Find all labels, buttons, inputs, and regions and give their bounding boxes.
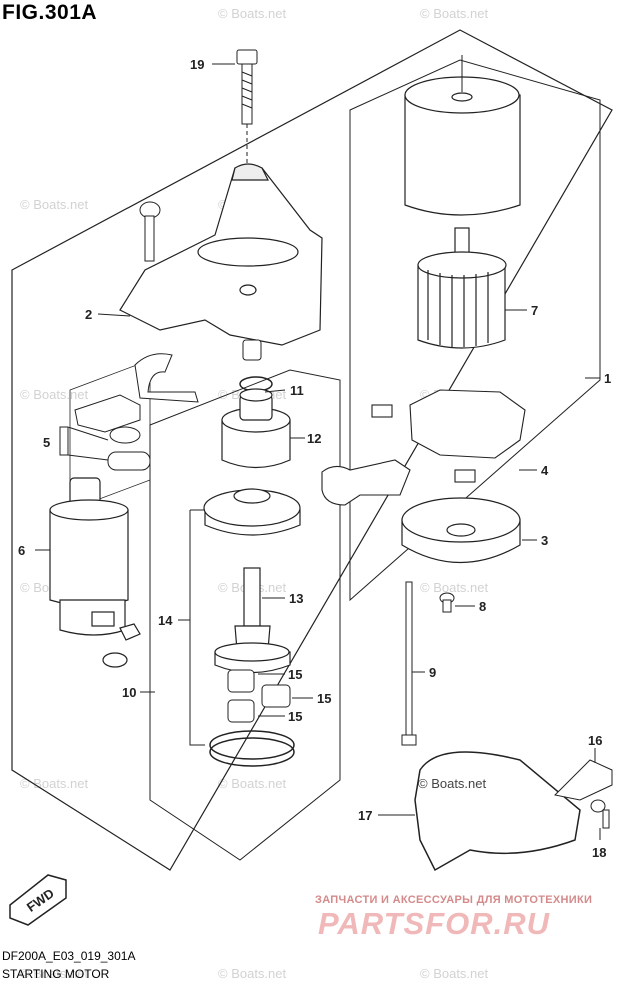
callout-15-b: 15 [317,691,331,706]
callout-2: 2 [85,307,92,322]
callout-8: 8 [479,599,486,614]
callout-11: 11 [290,383,304,398]
watermark: © Boats.net [20,197,89,212]
through-bolt-9 [401,581,417,746]
callout-15-a: 15 [288,667,302,682]
shift-lever [134,353,199,403]
callout-7: 7 [531,303,538,318]
clip-16 [553,759,613,801]
watermark: © Boats.net [20,387,89,402]
armature [417,227,507,349]
callout-19: 19 [190,57,204,72]
bolt-18 [590,799,610,829]
callout-18: 18 [592,845,606,860]
drive-housing-2 [119,163,323,346]
watermark-dark: © Boats.net [418,776,487,791]
watermark: © Boats.net [218,966,287,981]
bracket-band-17 [414,751,581,872]
callout-17: 17 [358,808,372,823]
callout-1: 1 [604,371,611,386]
shop-tagline: ЗАПЧАСТИ И АКСЕССУАРЫ ДЛЯ МОТОТЕХНИКИ [315,894,593,906]
callout-9: 9 [429,665,436,680]
watermark: © Boats.net [420,580,489,595]
drive-flange [203,488,301,536]
solenoid-group-outline [69,359,151,511]
callout-5: 5 [43,435,50,450]
screw-8 [439,592,455,613]
callout-10: 10 [122,685,136,700]
watermark: © Boats.net [218,776,287,791]
callout-3: 3 [541,533,548,548]
callout-15-c: 15 [288,709,302,724]
callout-13: 13 [289,591,303,606]
internal-gear-ring [209,730,295,767]
plunger-parts-5 [74,394,151,471]
brush-holder-4 [321,389,526,506]
watermark: © Boats.net [20,776,89,791]
shop-logo: PARTSFOR.RU [318,906,551,941]
watermark: © Boats.net [420,6,489,21]
yoke-7 [404,76,521,216]
leader-lines [35,63,601,840]
pinion-12 [221,388,291,469]
planet-gears-15 [227,669,291,723]
solenoid-6 [49,477,141,668]
fwd-arrow-icon: FWD [9,874,67,926]
planetary-shaft-13 [214,567,291,674]
figure-title: FIG.301A [2,1,98,24]
callout-4: 4 [541,463,549,478]
bolt-19 [236,49,258,125]
armature-group-outline [349,59,601,602]
assembly-outline [11,29,613,871]
pinion-group-outline [149,369,341,861]
end-cover-3 [401,497,521,564]
bushing [242,339,262,361]
watermark: © Boats.net [20,966,89,981]
callout-6: 6 [18,543,25,558]
figure-code: DF200A_E03_019_301A [2,949,136,963]
figure-caption: STARTING MOTOR [2,967,110,981]
callout-12: 12 [307,431,321,446]
watermark: © Boats.net [218,6,287,21]
watermark: © Boats.net [420,966,489,981]
bolt-small [139,201,161,262]
callout-14: 14 [158,613,173,628]
callout-16: 16 [588,733,602,748]
